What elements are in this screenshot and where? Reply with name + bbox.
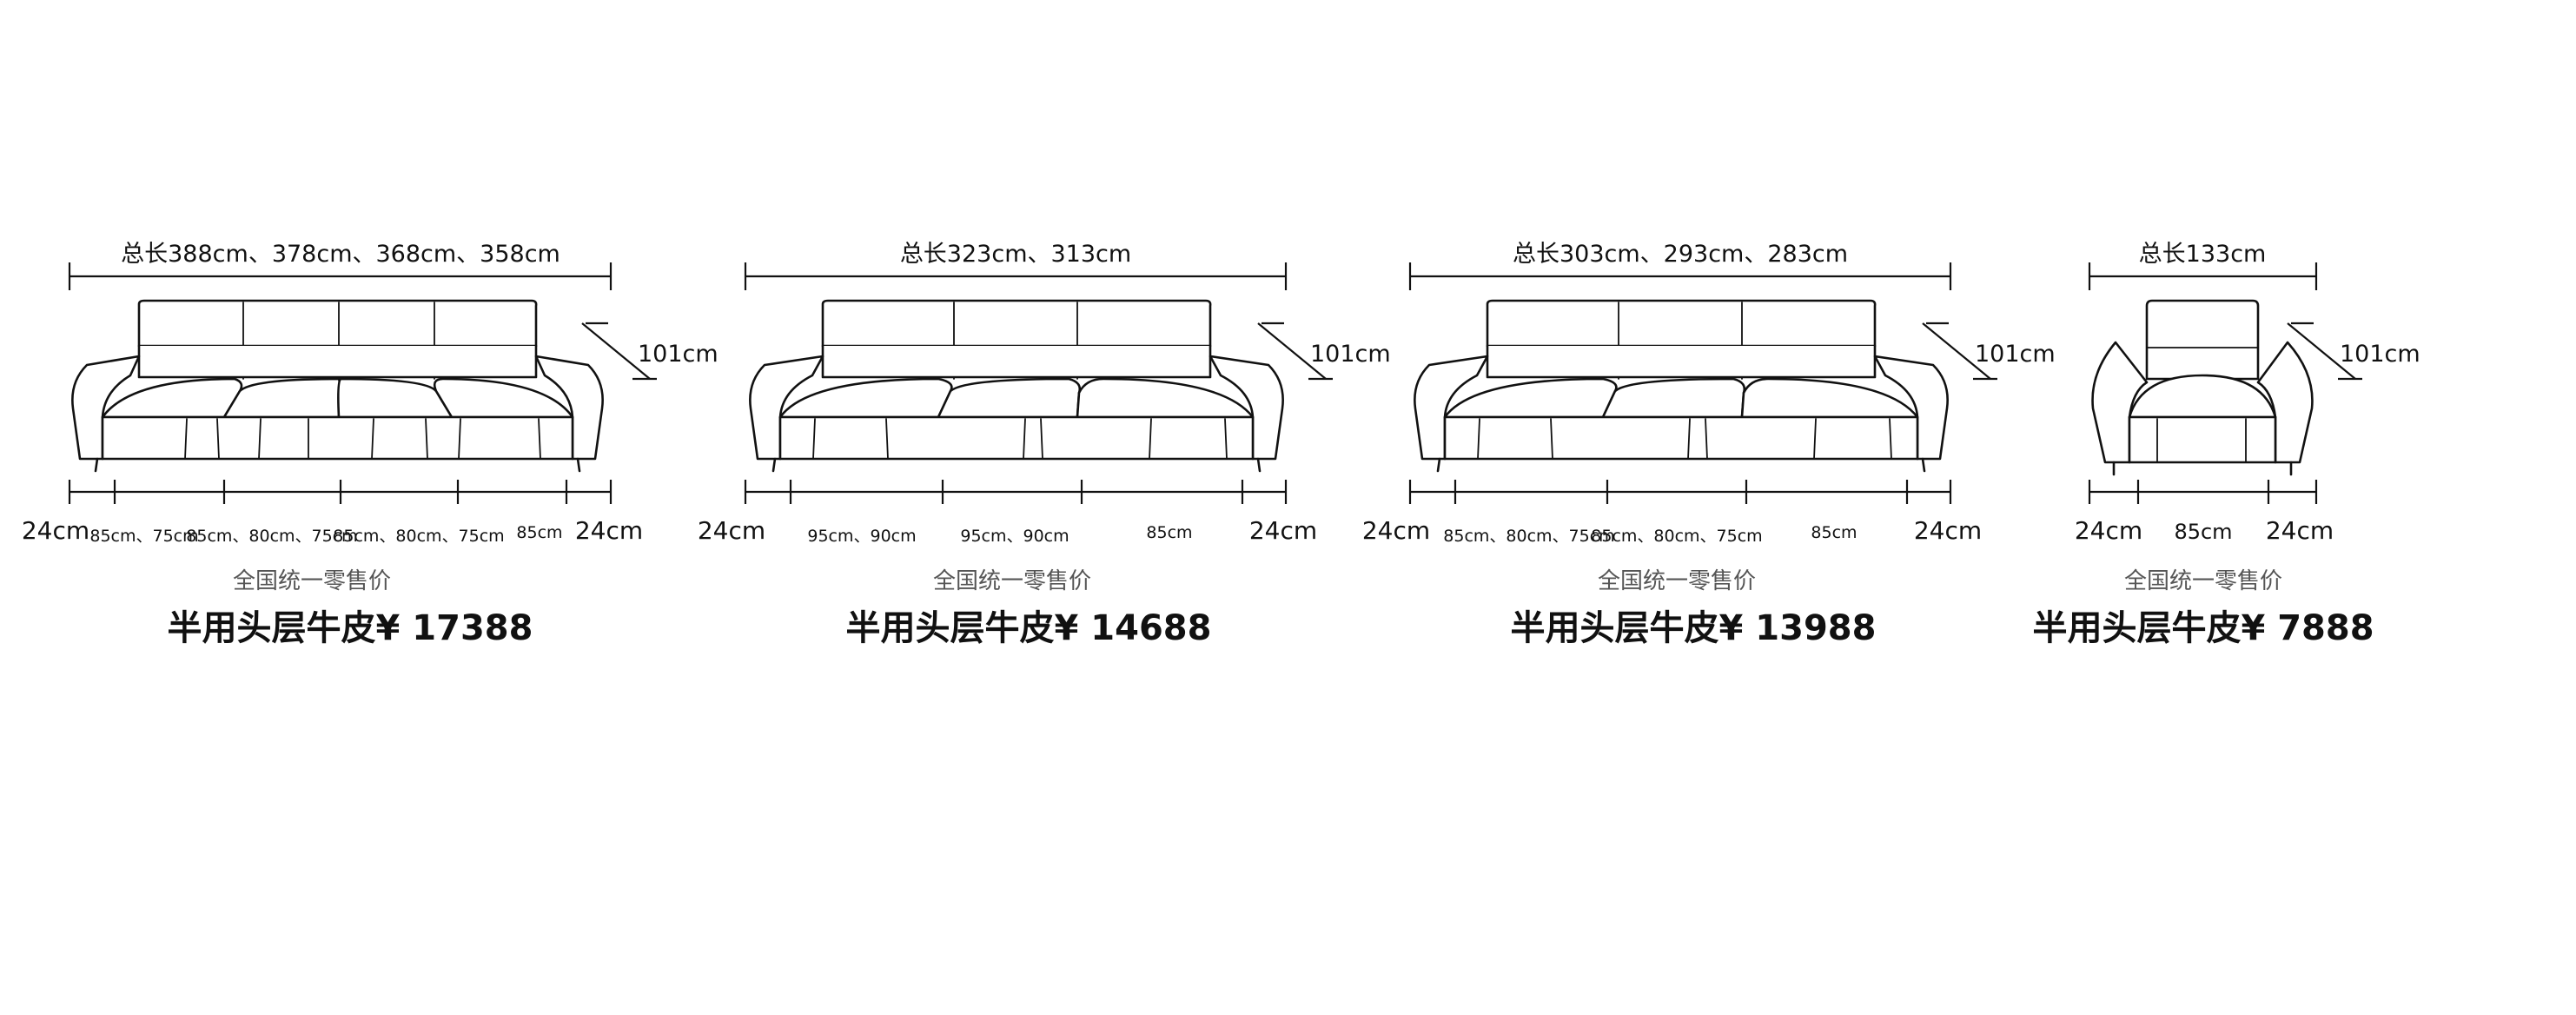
sofa-panel-4-seat: 总长388cm、378cm、368cm、358cm 101cm 24cm 85c… [0, 0, 730, 1015]
sofa-panel-3-seat-large: 总长323cm、313cm 101cm 24cm 95cm、90cm 95cm、… [678, 0, 1391, 1015]
right-arm-width-label: 24cm [574, 516, 644, 545]
retail-price-caption: 全国统一零售价 [1597, 568, 1757, 594]
seat-width-label: 85cm [516, 523, 563, 542]
price-label: 半用头层牛皮¥ 7888 [2032, 608, 2374, 648]
seat-width-label: 85cm、80cm、75cm [186, 527, 358, 546]
price-label: 半用头层牛皮¥ 14688 [845, 608, 1212, 648]
price-label: 半用头层牛皮¥ 17388 [167, 608, 533, 648]
seat-width-label: 85cm [2174, 520, 2233, 544]
left-arm-width-label: 24cm [1361, 516, 1431, 545]
seat-width-label: 85cm [1146, 523, 1193, 542]
height-label: 101cm [1310, 341, 1391, 368]
height-label: 101cm [638, 341, 718, 368]
sofa-4-seat-drawing [68, 262, 657, 504]
retail-price-caption: 全国统一零售价 [232, 568, 392, 594]
height-label: 101cm [1975, 341, 2056, 368]
sofa-3-seat-drawing [1408, 262, 1997, 504]
retail-price-caption: 全国统一零售价 [2123, 568, 2283, 594]
sofa-panel-3-seat: 总长303cm、293cm、283cm 101cm 24cm 85cm、80cm… [1342, 0, 2056, 1015]
height-label: 101cm [2340, 341, 2420, 368]
left-arm-width-label: 24cm [697, 516, 766, 545]
seat-width-label: 95cm、90cm [807, 527, 917, 546]
seat-width-label: 85cm、80cm、75cm [333, 527, 505, 546]
armchair-drawing [2088, 262, 2362, 504]
total-length-label: 总长133cm [2138, 241, 2267, 268]
left-arm-width-label: 24cm [2074, 516, 2143, 545]
seat-width-label: 85cm [1811, 523, 1858, 542]
right-arm-width-label: 24cm [2265, 516, 2334, 545]
retail-price-caption: 全国统一零售价 [932, 568, 1092, 594]
seat-width-label: 85cm、80cm、75cm [1591, 527, 1763, 546]
right-arm-width-label: 24cm [1248, 516, 1318, 545]
seat-width-label: 85cm、75cm [89, 527, 199, 546]
total-length-label: 总长323cm、313cm [899, 241, 1132, 268]
total-length-label: 总长388cm、378cm、368cm、358cm [121, 241, 560, 268]
price-label: 半用头层牛皮¥ 13988 [1510, 608, 1877, 648]
right-arm-width-label: 24cm [1913, 516, 1983, 545]
left-arm-width-label: 24cm [21, 516, 90, 545]
seat-width-label: 85cm、80cm、75cm [1443, 527, 1615, 546]
sofa-3-seat-large-drawing [744, 262, 1333, 504]
total-length-label: 总长303cm、293cm、283cm [1512, 241, 1849, 268]
seat-width-label: 95cm、90cm [960, 527, 1069, 546]
armchair-panel: 总长133cm 101cm 24cm 85cm 24cm 全国统一零售价 半用头… [2032, 0, 2515, 1015]
